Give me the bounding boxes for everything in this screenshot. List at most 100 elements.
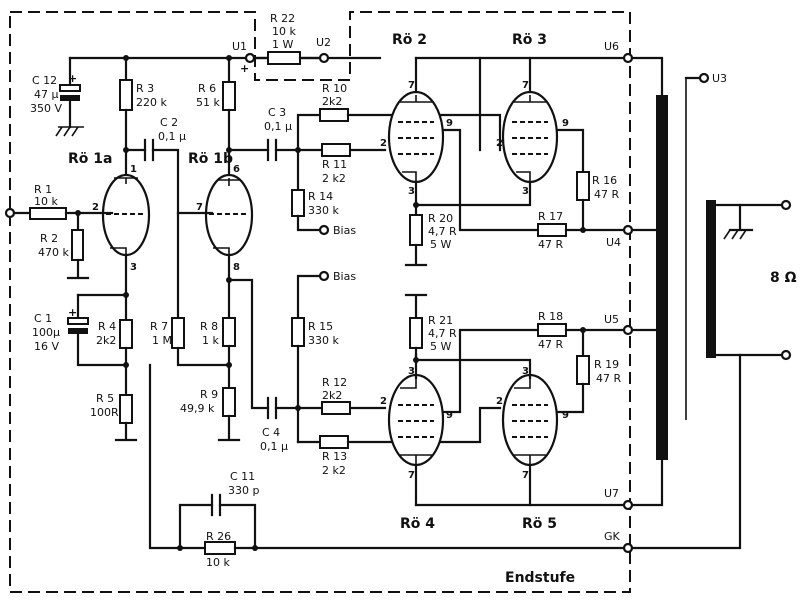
pin-ro4-7: 7 (408, 470, 415, 481)
capacitor-c12-plate-pos (59, 84, 81, 92)
label-r7-name: R 7 (150, 320, 168, 333)
resistor-r8 (222, 317, 236, 347)
resistor-r3 (119, 79, 133, 111)
resistor-r18 (537, 323, 567, 337)
pin-3: 3 (130, 262, 137, 273)
capacitor-c3 (266, 138, 278, 162)
capacitor-c11 (210, 493, 222, 517)
pin-ro5-9: 9 (562, 410, 569, 421)
label-r26-name: R 26 (206, 530, 231, 543)
load-label: 8 Ω (770, 270, 797, 286)
node-u5-terminal (622, 324, 634, 336)
label-r21-rating: 5 W (430, 340, 451, 353)
resistor-r2 (71, 229, 84, 261)
resistor-r26 (204, 541, 236, 555)
pin-ro4-9: 9 (446, 410, 453, 421)
node-label-bias-bottom: Bias (333, 270, 356, 283)
label-r8-name: R 8 (200, 320, 218, 333)
pin-ro4-2: 2 (380, 396, 387, 407)
pin-ro3-9: 9 (562, 118, 569, 129)
resistor-r12 (321, 401, 351, 415)
resistor-r22 (267, 51, 301, 65)
label-r26-value: 10 k (206, 556, 230, 569)
pin-ro3-3: 3 (522, 186, 529, 197)
pin-ro5-3: 3 (522, 366, 529, 377)
resistor-r9 (222, 387, 236, 417)
node-u4-terminal (622, 224, 634, 236)
resistor-r1 (29, 207, 67, 220)
section-label: Endstufe (505, 570, 575, 586)
label-c1-value: 100µ (32, 326, 60, 339)
transformer-secondary (706, 200, 716, 358)
pin-6: 6 (233, 164, 240, 175)
label-r8-value: 1 k (202, 334, 219, 347)
node-label-gk: GK (604, 530, 621, 543)
label-r17-name: R 17 (538, 210, 563, 223)
resistor-r16 (576, 171, 590, 201)
label-c12-name: C 12 (32, 74, 57, 87)
label-c4-value: 0,1 µ (260, 440, 288, 453)
resistor-r19 (576, 355, 590, 385)
pin-2: 2 (92, 202, 99, 213)
label-r4-value: 2k2 (96, 334, 116, 347)
label-r5-name: R 5 (96, 392, 114, 405)
resistor-r21 (409, 317, 423, 349)
node-u7-terminal (622, 499, 634, 511)
label-r5-value: 100R (90, 406, 119, 419)
label-r1-value: 10 k (34, 195, 58, 208)
label-r16-name: R 16 (592, 174, 617, 187)
bias-top-terminal (318, 224, 330, 236)
label-r6-name: R 6 (198, 82, 216, 95)
capacitor-c1-plate-neg (68, 328, 88, 334)
label-c3-name: C 3 (268, 106, 286, 119)
label-r12-name: R 12 (322, 376, 347, 389)
label-r11-name: R 11 (322, 158, 347, 171)
plus-sign-c1: + (68, 306, 77, 319)
capacitor-c4 (266, 396, 278, 420)
label-c11-value: 330 p (228, 484, 259, 497)
pin-ro5-7: 7 (522, 470, 529, 481)
tube-label-ro1a: Rö 1a (68, 151, 112, 167)
node-u6-terminal (622, 52, 634, 64)
pin-ro3-2: 2 (496, 138, 503, 149)
label-r21-value: 4,7 R (428, 327, 457, 340)
pin-ro3-7: 7 (522, 80, 529, 91)
label-r19-value: 47 R (596, 372, 621, 385)
label-c12-rating: 350 V (30, 102, 62, 115)
pin-ro2-3: 3 (408, 186, 415, 197)
label-r4-name: R 4 (98, 320, 116, 333)
tube-label-ro1b: Rö 1b (188, 151, 233, 167)
resistor-r20 (409, 214, 423, 246)
resistor-r4 (119, 319, 133, 349)
label-r13-value: 2 k2 (322, 464, 346, 477)
input-terminal (4, 207, 16, 219)
label-r3-name: R 3 (136, 82, 154, 95)
resistor-r17 (537, 223, 567, 237)
resistor-r5 (119, 394, 133, 424)
label-r2-name: R 2 (40, 232, 58, 245)
label-r16-value: 47 R (594, 188, 619, 201)
plus-sign-u1: + (240, 62, 249, 75)
node-u2-terminal (318, 52, 330, 64)
pin-ro2-9: 9 (446, 118, 453, 129)
label-r15-name: R 15 (308, 320, 333, 333)
pin-ro2-7: 7 (408, 80, 415, 91)
pin-ro5-2: 2 (496, 396, 503, 407)
resistor-r14 (291, 189, 305, 217)
label-r9-value: 49,9 k (180, 402, 215, 415)
section-boundary (9, 11, 631, 593)
node-label-u5: U5 (604, 313, 619, 326)
label-r10-name: R 10 (322, 82, 347, 95)
label-r2-value: 470 k (38, 246, 69, 259)
pin-1: 1 (130, 164, 137, 175)
node-label-bias-top: Bias (333, 224, 356, 237)
node-u1-terminal (244, 52, 256, 64)
label-r20-rating: 5 W (430, 238, 451, 251)
pin-ro4-3: 3 (408, 366, 415, 377)
label-r15-value: 330 k (308, 334, 339, 347)
label-r12-value: 2k2 (322, 389, 342, 402)
node-gk-terminal (622, 542, 634, 554)
node-label-u4: U4 (606, 236, 621, 249)
